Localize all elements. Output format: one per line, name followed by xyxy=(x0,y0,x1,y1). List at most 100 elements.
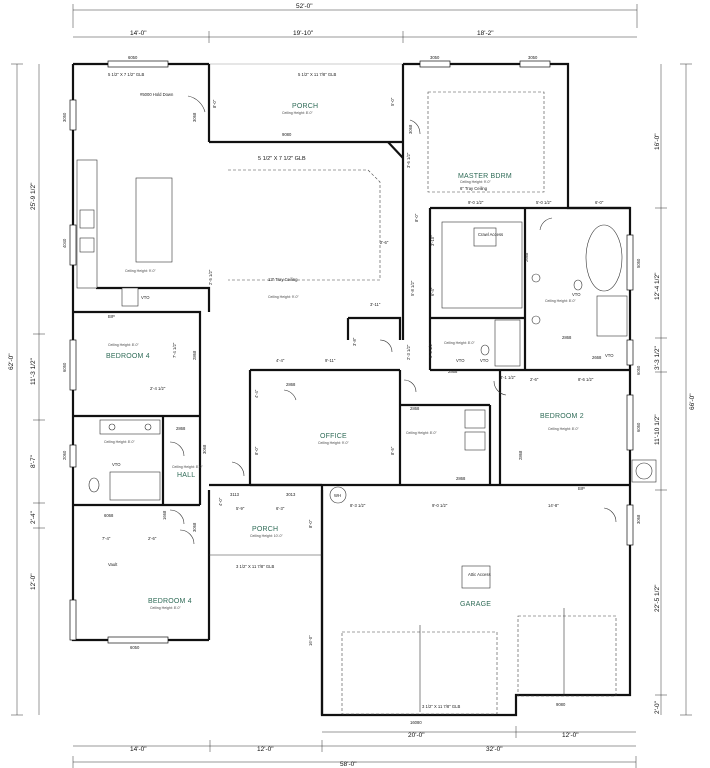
window-top-left xyxy=(107,60,169,68)
small-toilet xyxy=(480,344,490,356)
window-bed4-lower-side xyxy=(69,599,77,641)
top-overall-dim: 52'-0" xyxy=(296,3,313,10)
ceiling-great: 12" Tray Ceiling xyxy=(268,277,298,282)
tag-6050c: 6050 xyxy=(636,365,641,375)
dim-2-5: 2'-5 1/2" xyxy=(208,269,213,285)
dim-5-0-half: 5'-0 1/2" xyxy=(536,200,552,205)
ceiling-great-h: Ceiling Height: 9'-0" xyxy=(268,295,299,299)
tag-4040: 4040 xyxy=(62,238,67,248)
ceiling-bedroom2: Ceiling Height: 8'-0" xyxy=(548,427,579,431)
ceiling-master-h: Ceiling Height: 9'-0" xyxy=(460,180,491,184)
tag-3050a: 3050 xyxy=(430,55,440,60)
note-bip-2: BIP xyxy=(578,486,585,491)
bottom-dim-3: 20'-0" xyxy=(408,732,425,739)
tag-3068b: 3068 xyxy=(202,444,207,454)
master-toilet xyxy=(573,279,583,291)
kitchen-sink xyxy=(79,209,95,229)
room-bedroom4-upper: BEDROOM 4 xyxy=(106,353,150,360)
range xyxy=(79,237,95,253)
crawl-access-box xyxy=(473,227,497,247)
room-porch-lower: PORCH xyxy=(252,526,278,533)
tag-6050d: 6050 xyxy=(636,422,641,432)
interior-dimensions: 8'-0" 5'-0" 3'-6 1/2" 8'-0" 9'-0 1/2" 5'… xyxy=(102,97,604,646)
note-vto-4: VTO xyxy=(456,358,465,363)
bottom-dim-5: 12'-0" xyxy=(562,732,579,739)
right-overall-dim: 66'-0" xyxy=(689,393,696,410)
tag-6050b: 6050 xyxy=(62,362,67,372)
tag-3068a: 3068 xyxy=(192,112,197,122)
right-dim-5: 22'-5 1/2" xyxy=(654,584,661,612)
overall-dimensions: 52'-0" 14'-0" 19'-10" 18'-2" 14'-0" 12'-… xyxy=(8,3,696,768)
ceiling-porch-lower: Ceiling Height: 10'-0" xyxy=(250,534,283,538)
tag-2868g: 2868 xyxy=(456,476,466,481)
laundry-cabinet xyxy=(121,287,139,307)
dim-5-9: 5'-9" xyxy=(236,506,245,511)
tag-6050a: 6050 xyxy=(128,55,138,60)
note-attic: Attic Access xyxy=(468,572,491,577)
kitchen-island xyxy=(135,177,173,263)
dim-3-6: 3'-6 1/2" xyxy=(406,152,411,168)
bottom-dim-1: 14'-0" xyxy=(130,746,147,753)
dim-5-3: 5'-3 1/2" xyxy=(428,342,433,358)
tag-2868d: 2868 xyxy=(562,335,572,340)
ceiling-closet: Ceiling Height: 8'-0" xyxy=(444,341,475,345)
great-tray-ceiling xyxy=(228,169,381,281)
dim-8-0-b: 8'-0" xyxy=(414,213,419,222)
ceiling-master-bath: Ceiling Height: 8'-0" xyxy=(545,299,576,303)
window-bed4-lower xyxy=(107,636,169,644)
beam-garage: 3 1/2" X 11 7/8" GLB xyxy=(422,704,460,709)
garage-door-2 xyxy=(517,615,617,697)
bath-vanity xyxy=(99,419,161,435)
small-shower xyxy=(494,319,521,367)
window-bath xyxy=(69,444,77,468)
dim-2-4-half: 2'-4 1/2" xyxy=(150,386,166,391)
bath-toilet xyxy=(88,477,100,493)
ceiling-bedroom4-upper: Ceiling Height: 8'-0" xyxy=(108,343,139,347)
master-sink-1 xyxy=(531,273,541,283)
note-wh: WH xyxy=(334,493,341,498)
room-office: OFFICE xyxy=(320,433,347,440)
left-dim-4: 2'-4" xyxy=(30,510,37,524)
window-closet xyxy=(626,339,634,366)
master-bed xyxy=(441,221,523,309)
dim-6-4: 6'-4" xyxy=(430,287,435,296)
dim-8-0-d: 8'-0" xyxy=(308,519,313,528)
tag-3068d: 3068 xyxy=(192,522,197,532)
dim-3-10: 3'-10" xyxy=(430,235,435,246)
room-porch-top: PORCH xyxy=(292,103,318,110)
bottom-overall-dim: 58'-0" xyxy=(340,761,357,768)
dryer xyxy=(464,431,486,451)
note-bip-1: BIP xyxy=(108,314,115,319)
window-left-1 xyxy=(69,99,77,131)
room-master: MASTER BDRM xyxy=(458,173,512,180)
tag-2868f: 2868 xyxy=(448,369,458,374)
window-left-2 xyxy=(69,224,77,266)
dim-2-3: 2'-3 1/2" xyxy=(406,344,411,360)
tag-2868b: 2868 xyxy=(176,426,186,431)
tag-1668: 1668 xyxy=(162,510,167,520)
left-dim-5: 12'-0" xyxy=(30,573,37,590)
master-tub xyxy=(585,224,623,292)
dim-5-0: 5'-0" xyxy=(390,97,395,106)
tag-16080: 16080 xyxy=(410,720,422,725)
room-hall: HALL xyxy=(177,472,195,479)
master-sink-2 xyxy=(531,315,541,325)
dim-5-8: 5'-8 1/2" xyxy=(410,280,415,296)
dim-7-4: 7'-4" xyxy=(102,536,111,541)
bath-tub xyxy=(109,471,161,501)
attic-access-box xyxy=(461,565,491,589)
dim-3-11: 3'-11" xyxy=(370,302,381,307)
tag-2868c: 2868 xyxy=(410,406,420,411)
left-dim-3: 8'-7" xyxy=(30,454,37,468)
bath-sink-1 xyxy=(108,423,116,431)
bath-sink-2 xyxy=(144,423,152,431)
ceiling-bedroom4-lower: Ceiling Height: 8'-0" xyxy=(150,606,181,610)
tag-2868e: 2868 xyxy=(518,450,523,460)
tag-2668b: 2668 xyxy=(592,355,602,360)
dim-8-5: 8'-5" xyxy=(390,446,395,455)
tag-9080b: 9080 xyxy=(556,702,566,707)
tag-5050: 5050 xyxy=(636,258,641,268)
dim-6-3: 6'-3" xyxy=(276,506,285,511)
note-vto-1: VTO xyxy=(141,295,150,300)
window-bedroom2 xyxy=(626,394,634,451)
